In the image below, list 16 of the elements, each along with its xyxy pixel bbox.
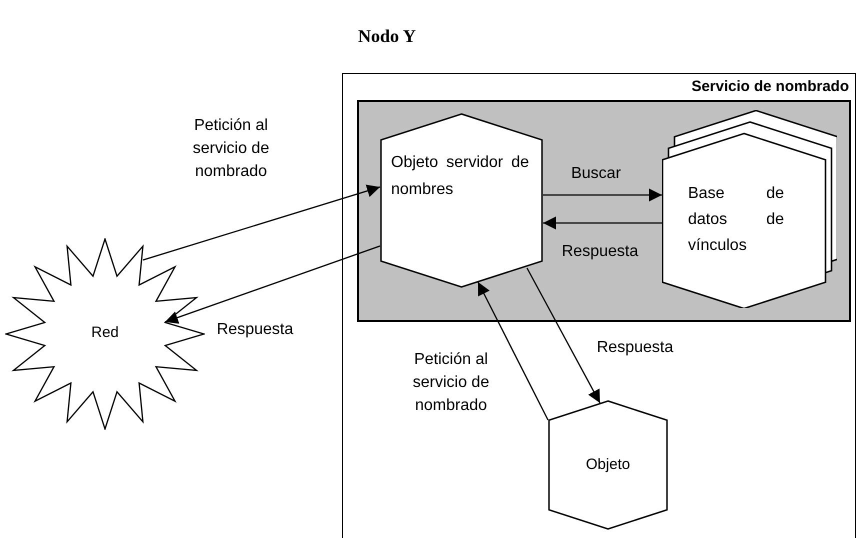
arrow — [543, 216, 662, 230]
hexagon-node — [548, 400, 668, 530]
node-label: Objeto servidor de nombres — [391, 153, 529, 200]
node-label: Red — [90, 323, 120, 343]
arrow — [477, 282, 549, 420]
database-stack — [662, 110, 837, 308]
hexagon-node — [380, 113, 543, 288]
arrow — [543, 188, 662, 202]
arrow — [142, 184, 380, 261]
network-starburst — [5, 238, 205, 430]
arrow — [526, 268, 601, 404]
arrow — [164, 245, 380, 324]
panel-heading: Servicio de nombrado — [691, 77, 849, 97]
node-label: Base de datos de vínculos — [688, 184, 784, 256]
node-label: Objeto — [584, 455, 632, 475]
node-heading: Nodo Y — [358, 25, 416, 48]
